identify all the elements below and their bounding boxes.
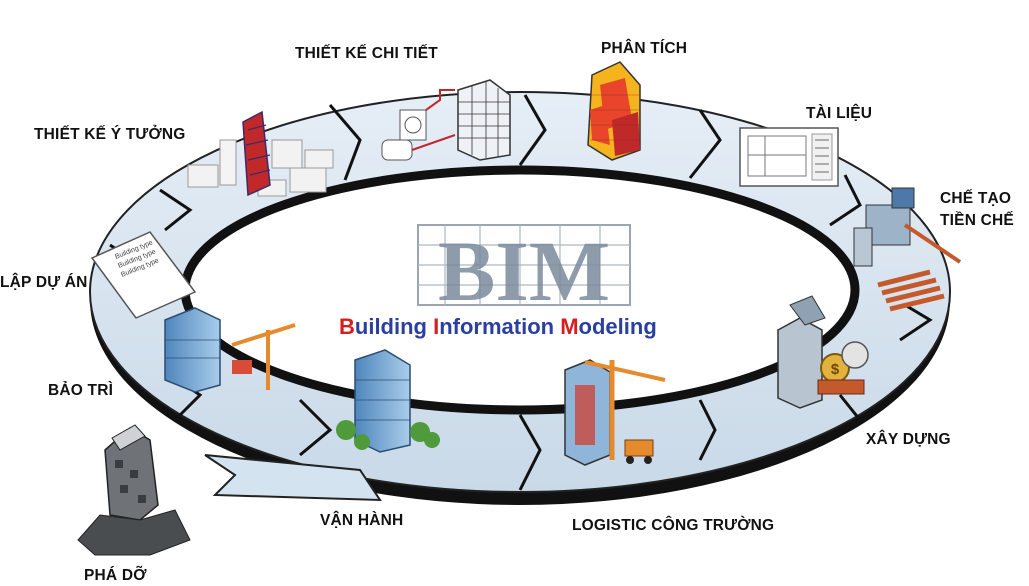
svg-text:$: $ xyxy=(831,361,840,378)
subtitle-word-i: nformation xyxy=(439,314,561,339)
project-doc-icon: Building type Building type Building typ… xyxy=(90,231,197,319)
label-che-tao: CHẾ TẠO TIỀN CHẾ xyxy=(940,188,1014,232)
label-pha-do: PHÁ DỠ xyxy=(84,567,147,584)
label-tai-lieu: TÀI LIỆU xyxy=(806,105,873,122)
logistics-crane-icon xyxy=(564,359,666,466)
label-thiet-ke-y-tuong: THIẾT KẾ Ý TƯỞNG xyxy=(34,126,186,143)
label-che-tao-line2: TIỀN CHẾ xyxy=(940,212,1014,229)
label-logistic: LOGISTIC CÔNG TRƯỜNG xyxy=(572,517,775,534)
label-bao-tri: BẢO TRÌ xyxy=(48,382,114,399)
maintenance-crane-icon xyxy=(164,307,296,393)
subtitle-cap-b: B xyxy=(339,314,355,339)
bim-logo-text: BIM xyxy=(438,223,610,319)
subtitle-word-b: uilding xyxy=(354,314,434,339)
label-che-tao-line1: CHẾ TẠO xyxy=(940,190,1012,207)
label-lap-du-an: LẬP DỰ ÁN xyxy=(0,274,88,291)
operation-building-icon xyxy=(336,349,440,453)
demolition-building-icon xyxy=(77,424,191,556)
subtitle-cap-m: M xyxy=(560,314,579,339)
label-phan-tich: PHÂN TÍCH xyxy=(601,40,688,57)
document-icon xyxy=(739,127,839,187)
detail-building-icon xyxy=(381,79,511,161)
subtitle-cap-i: I xyxy=(433,314,440,339)
bim-subtitle: Building Information Modeling xyxy=(339,314,657,340)
subtitle-word-m: odeling xyxy=(578,314,657,339)
label-van-hanh: VẬN HÀNH xyxy=(320,512,404,529)
construction-site-icon: $ xyxy=(777,295,869,409)
label-xay-dung: XÂY DỰNG xyxy=(866,431,951,448)
massing-icon xyxy=(187,110,334,197)
bim-logo-icon: BIM xyxy=(417,223,631,319)
label-thiet-ke-chi-tiet: THIẾT KẾ CHI TIẾT xyxy=(295,45,438,62)
prefab-machine-icon xyxy=(853,187,962,312)
analysis-building-icon xyxy=(587,61,641,161)
